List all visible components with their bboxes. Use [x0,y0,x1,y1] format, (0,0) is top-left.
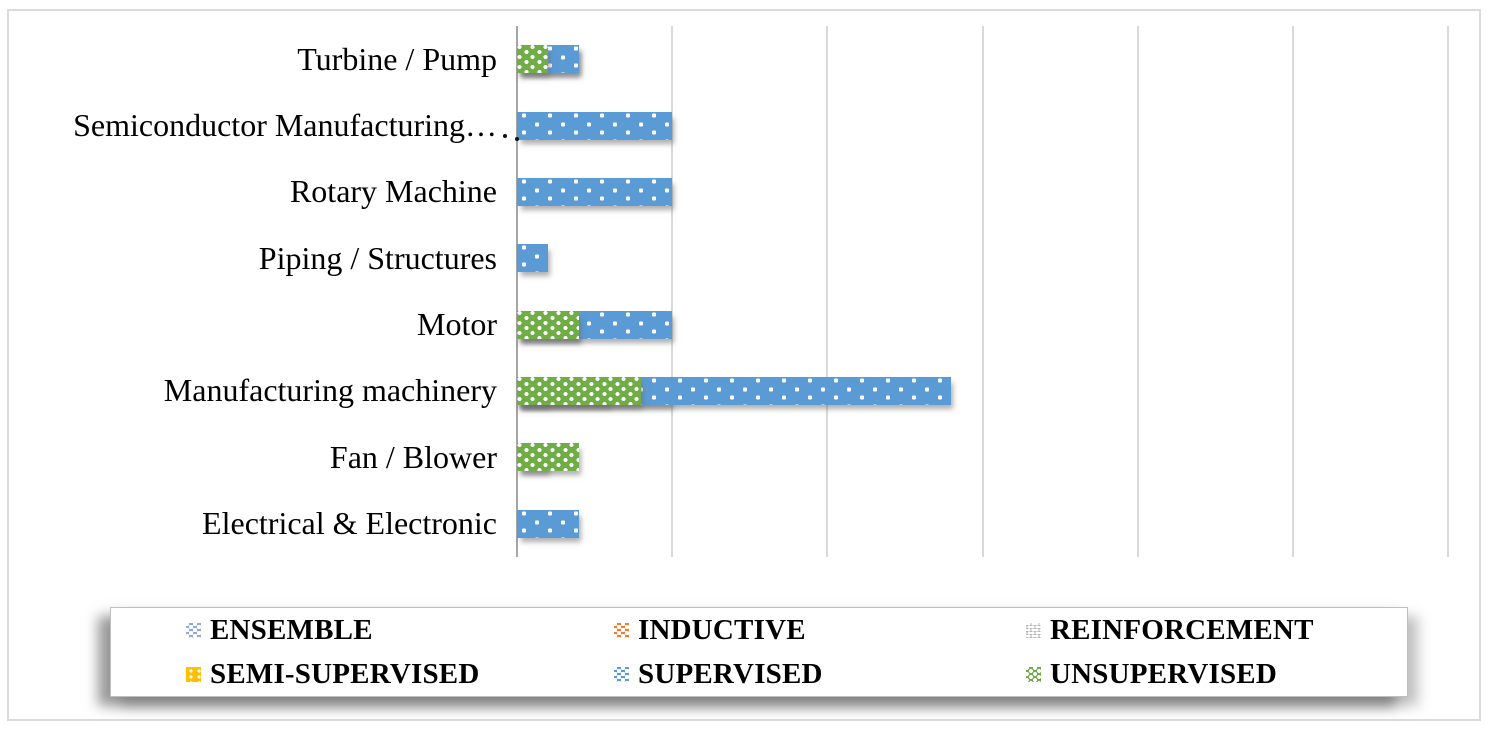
legend-item-ensemble[interactable]: ENSEMBLE [186,614,614,647]
legend-marker-icon [186,666,201,682]
legend-item-supervised[interactable]: SUPERVISED [614,658,1026,691]
bar-segment-supervised[interactable] [517,111,673,140]
legend-label: INDUCTIVE [638,613,806,646]
legend-marker-icon [614,666,629,682]
legend-marker-icon [614,622,629,638]
legend-label: REINFORCEMENT [1050,613,1314,646]
legend-marker-icon [1026,622,1041,638]
vertical-gridline [1136,26,1139,557]
value-axis-line [516,26,518,557]
legend-label: SUPERVISED [638,657,823,690]
bar-segment-unsupervised[interactable] [517,310,580,339]
bar-segment-unsupervised[interactable] [517,45,549,74]
legend-marker-icon [1026,666,1041,682]
legend-marker-icon [186,622,201,638]
bar-segment-supervised[interactable] [517,244,549,273]
chart-legend[interactable]: ENSEMBLE INDUCTIVE REINFORCEMENT SEMI-SUPER… [110,607,1408,697]
vertical-gridline [1291,26,1294,557]
category-label: Manufacturing machinery [163,372,497,409]
bar-segment-supervised[interactable] [517,177,673,206]
legend-item-unsupervised[interactable]: UNSUPERVISED [1026,658,1407,691]
legend-item-reinforcement[interactable]: REINFORCEMENT [1026,614,1407,647]
bar-segment-supervised[interactable] [517,509,580,538]
category-label: Rotary Machine [289,173,497,210]
vertical-gridline [1447,26,1449,557]
vertical-gridline [826,26,829,557]
category-label: Electrical & Electronic [202,505,497,542]
vertical-gridline [981,26,984,557]
category-label: Piping / Structures [258,239,497,276]
category-label: Motor [417,306,497,343]
legend-label: SEMI-SUPERVISED [210,657,480,690]
chart-border-frame [7,9,1481,721]
speck-artifact [515,137,519,141]
vertical-gridline [671,26,674,557]
legend-item-inductive[interactable]: INDUCTIVE [614,614,1026,647]
bar-segment-unsupervised[interactable] [517,376,642,405]
legend-item-semi-supervised[interactable]: SEMI-SUPERVISED [186,658,614,691]
category-label: Turbine / Pump [297,40,497,77]
category-label: Semiconductor Manufacturing… [73,107,497,144]
legend-label: UNSUPERVISED [1050,657,1277,690]
bar-segment-unsupervised[interactable] [517,443,580,472]
category-label: Fan / Blower [329,438,497,475]
legend-label: ENSEMBLE [210,613,373,646]
speck-artifact [503,134,507,138]
